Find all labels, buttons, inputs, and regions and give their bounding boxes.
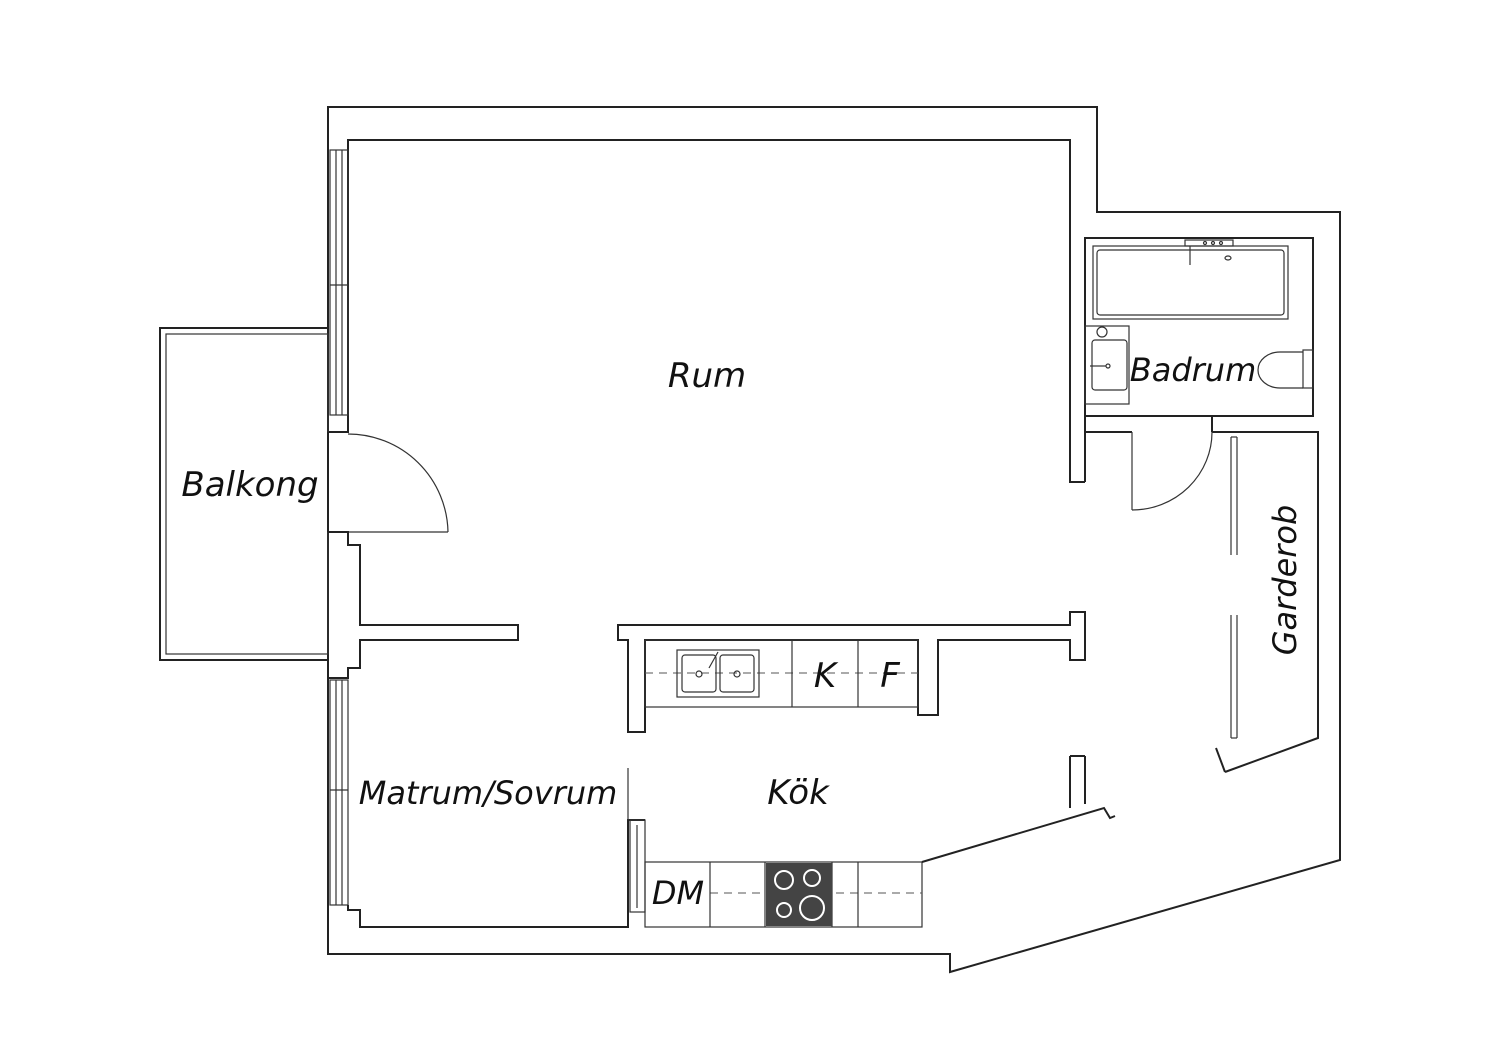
outer-wall-outline [327,106,1341,974]
stove-icon [766,863,832,926]
bathroom-door [1131,431,1213,511]
bathroom-walls [1084,237,1314,482]
left-wall-middle [328,531,519,679]
room-label-rum: Rum [668,356,746,396]
window-kitchen-small [629,819,646,913]
room-label-kok: Kök [767,773,830,813]
room-label-badrum: Badrum [1130,351,1256,389]
kitchen-peninsula-wall [617,611,1086,733]
sink-icon [676,649,760,698]
washbasin-icon [1084,325,1130,405]
room-label-garderob: Garderob [1266,505,1304,656]
balcony-door [327,432,449,533]
rum-left-wall-upper [328,148,349,433]
appliance-label-dishwasher: DM [652,874,704,912]
diagonal-inner-wall [921,806,1116,863]
window-left-lower [329,679,349,906]
bathtub-icon [1092,239,1289,320]
rum-inner-wall [347,139,1085,483]
toilet-icon [1257,349,1314,389]
appliance-label-freezer: F [880,656,900,696]
appliance-label-fridge: K [814,656,839,696]
wardrobe-doors [1230,436,1238,739]
matrum-bottom-wall [347,819,645,928]
garderob-bottom-stub [1215,747,1226,773]
lower-right-diagonal [1212,431,1319,773]
sink-counter [644,639,919,708]
room-label-balkong: Balkong [181,465,318,505]
room-label-matrum-sovrum: Matrum/Sovrum [359,774,618,812]
window-left-upper [329,149,349,416]
